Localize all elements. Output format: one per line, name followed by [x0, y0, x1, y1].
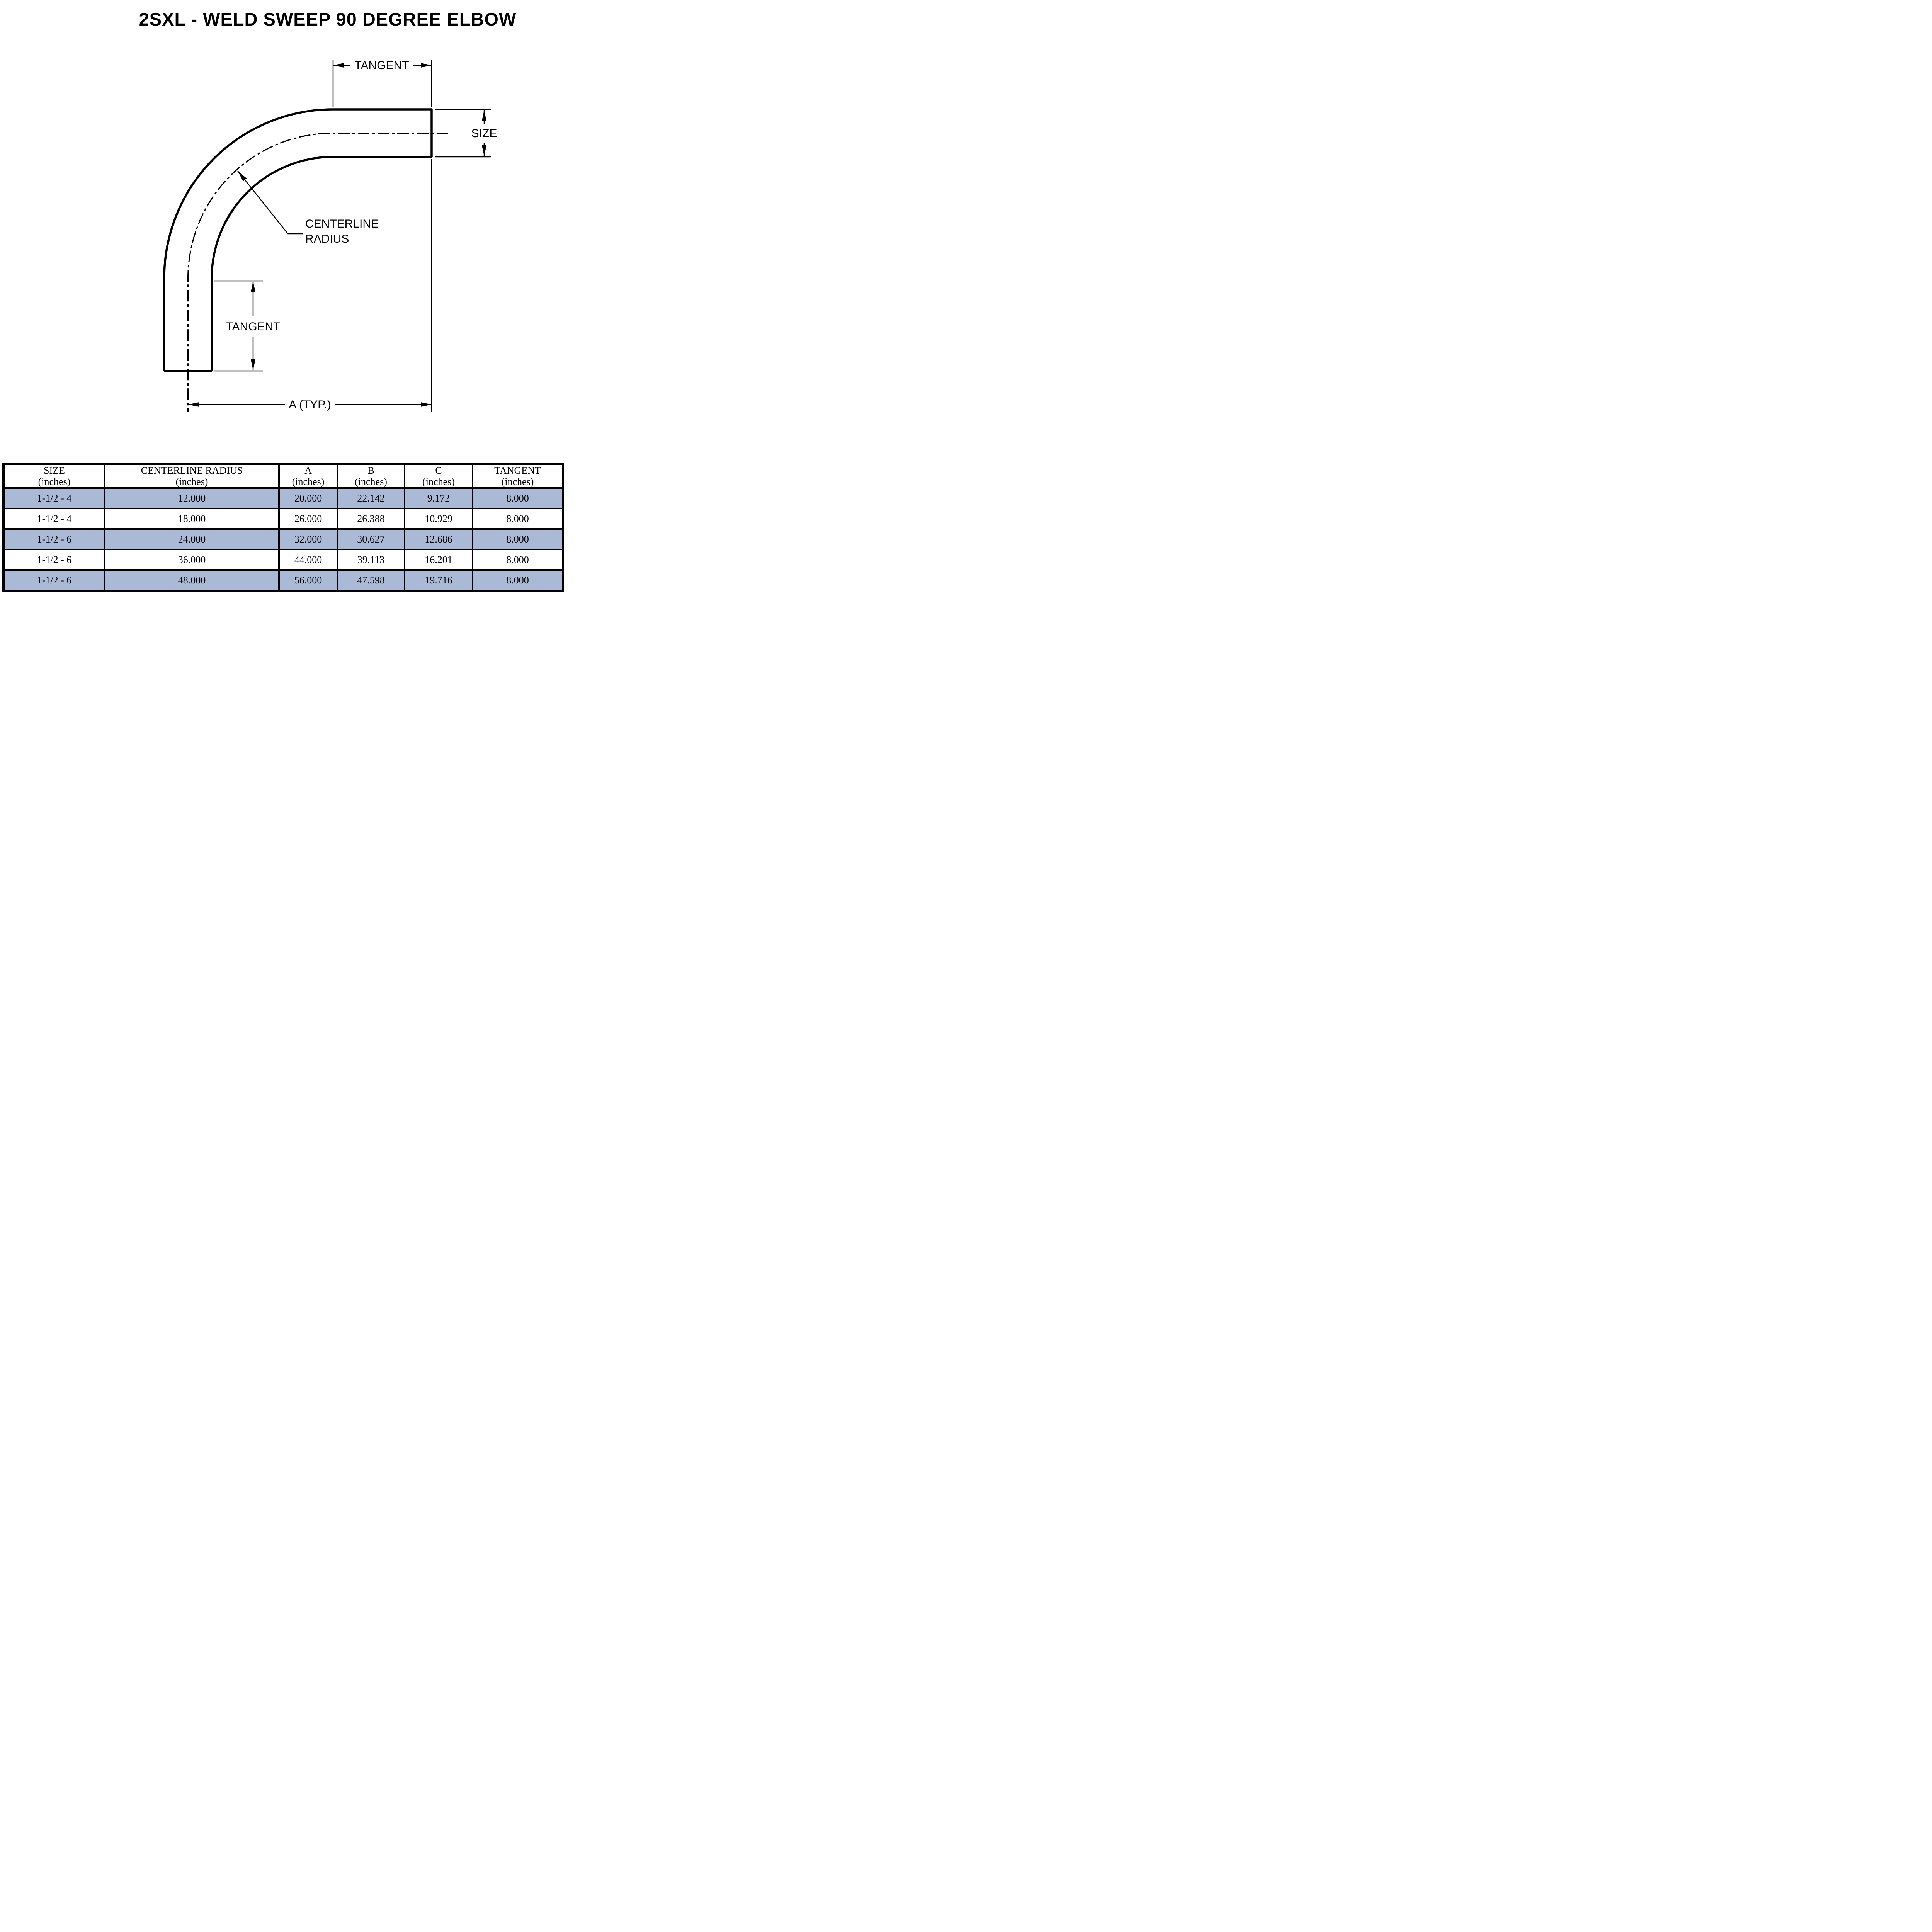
cell-tangent: 8.000: [472, 569, 564, 592]
col-header-label: TANGENT: [494, 465, 541, 476]
extension-lines: [214, 60, 491, 412]
cell-a: 32.000: [278, 528, 338, 550]
col-header-unit: (inches): [175, 476, 208, 487]
col-header-label: SIZE: [44, 465, 65, 476]
header-row: SIZE (inches) CENTERLINE RADIUS (inches)…: [3, 463, 564, 489]
col-header-a: A (inches): [278, 463, 338, 489]
cell-size: 1-1/2 - 4: [3, 508, 105, 530]
pipe-outline: [163, 108, 433, 372]
leader-line: [237, 170, 303, 235]
cell-tangent: 8.000: [472, 528, 564, 550]
cell-centerline-radius: 36.000: [104, 549, 280, 571]
col-header-unit: (inches): [38, 476, 71, 487]
col-header-tangent: TANGENT (inches): [472, 463, 564, 489]
col-header-unit: (inches): [355, 476, 387, 487]
bottom-margin: [0, 592, 564, 598]
cell-c: 9.172: [404, 487, 473, 509]
spec-table-header: SIZE (inches) CENTERLINE RADIUS (inches)…: [3, 463, 564, 489]
dim-tangent-top: TANGENT: [333, 59, 432, 72]
col-header-centerline-radius: CENTERLINE RADIUS (inches): [104, 463, 280, 489]
table-row: 1-1/2 - 6 36.000 44.000 39.113 16.201 8.…: [3, 549, 564, 571]
cell-centerline-radius: 12.000: [104, 487, 280, 509]
cell-size: 1-1/2 - 4: [3, 487, 105, 509]
cell-centerline-radius: 24.000: [104, 528, 280, 550]
cell-a: 26.000: [278, 508, 338, 530]
cell-b: 47.598: [337, 569, 405, 592]
cell-tangent: 8.000: [472, 549, 564, 571]
table-row: 1-1/2 - 4 18.000 26.000 26.388 10.929 8.…: [3, 508, 564, 530]
pipe-centerline: [187, 133, 448, 412]
dim-arrowhead: [482, 110, 486, 121]
dim-arrowhead: [421, 402, 432, 407]
cell-b: 39.113: [337, 549, 405, 571]
leader-arrowhead: [238, 171, 247, 182]
dim-arrowhead: [421, 63, 432, 68]
pipe-outer-edge: [163, 108, 432, 371]
dim-arrowhead: [251, 281, 255, 292]
col-header-unit: (inches): [501, 476, 534, 487]
cell-size: 1-1/2 - 6: [3, 549, 105, 571]
dim-arrowhead: [251, 359, 255, 370]
cell-tangent: 8.000: [472, 508, 564, 530]
leader-centerline-radius: CENTERLINE RADIUS: [237, 170, 379, 245]
cell-a: 44.000: [278, 549, 338, 571]
table-row: 1-1/2 - 6 24.000 32.000 30.627 12.686 8.…: [3, 528, 564, 550]
centerline-radius-label-line2: RADIUS: [305, 233, 349, 245]
cell-b: 22.142: [337, 487, 405, 509]
col-header-b: B (inches): [337, 463, 405, 489]
cell-c: 12.686: [404, 528, 473, 550]
table-row: 1-1/2 - 4 12.000 20.000 22.142 9.172 8.0…: [3, 487, 564, 509]
spec-table: SIZE (inches) CENTERLINE RADIUS (inches)…: [2, 463, 564, 592]
col-header-label: C: [435, 465, 442, 476]
dim-arrowhead: [188, 402, 199, 407]
a-typ-label: A (TYP.): [289, 398, 331, 411]
cell-centerline-radius: 48.000: [104, 569, 280, 592]
cell-c: 19.716: [404, 569, 473, 592]
cell-c: 10.929: [404, 508, 473, 530]
dim-arrowhead: [333, 63, 344, 68]
cell-size: 1-1/2 - 6: [3, 528, 105, 550]
dim-arrowhead: [482, 145, 486, 156]
tangent-left-label: TANGENT: [226, 320, 280, 333]
tangent-top-label: TANGENT: [354, 59, 409, 72]
dim-a-typ: A (TYP.): [188, 398, 432, 411]
pipe-inner-edge: [211, 156, 432, 371]
cell-b: 26.388: [337, 508, 405, 530]
elbow-diagram: TANGENT SIZE CENTERLINE RADIUS TANGENT A…: [163, 59, 497, 412]
centerline-radius-label-line1: CENTERLINE: [305, 218, 379, 230]
col-header-label: CENTERLINE RADIUS: [141, 465, 243, 476]
col-header-label: B: [367, 465, 374, 476]
cell-size: 1-1/2 - 6: [3, 569, 105, 592]
cell-b: 30.627: [337, 528, 405, 550]
size-label: SIZE: [471, 127, 497, 140]
dim-size: SIZE: [471, 109, 497, 157]
col-header-unit: (inches): [422, 476, 455, 487]
col-header-label: A: [304, 465, 312, 476]
table-row: 1-1/2 - 6 48.000 56.000 47.598 19.716 8.…: [3, 569, 564, 592]
col-header-unit: (inches): [292, 476, 325, 487]
cell-a: 20.000: [278, 487, 338, 509]
page-title: 2SXL - WELD SWEEP 90 DEGREE ELBOW: [139, 9, 517, 29]
col-header-c: C (inches): [404, 463, 473, 489]
cell-centerline-radius: 18.000: [104, 508, 280, 530]
col-header-size: SIZE (inches): [3, 463, 105, 489]
dim-tangent-left: TANGENT: [226, 281, 281, 370]
spec-table-body: 1-1/2 - 4 12.000 20.000 22.142 9.172 8.0…: [3, 487, 564, 592]
cell-a: 56.000: [278, 569, 338, 592]
cell-c: 16.201: [404, 549, 473, 571]
cell-tangent: 8.000: [472, 487, 564, 509]
